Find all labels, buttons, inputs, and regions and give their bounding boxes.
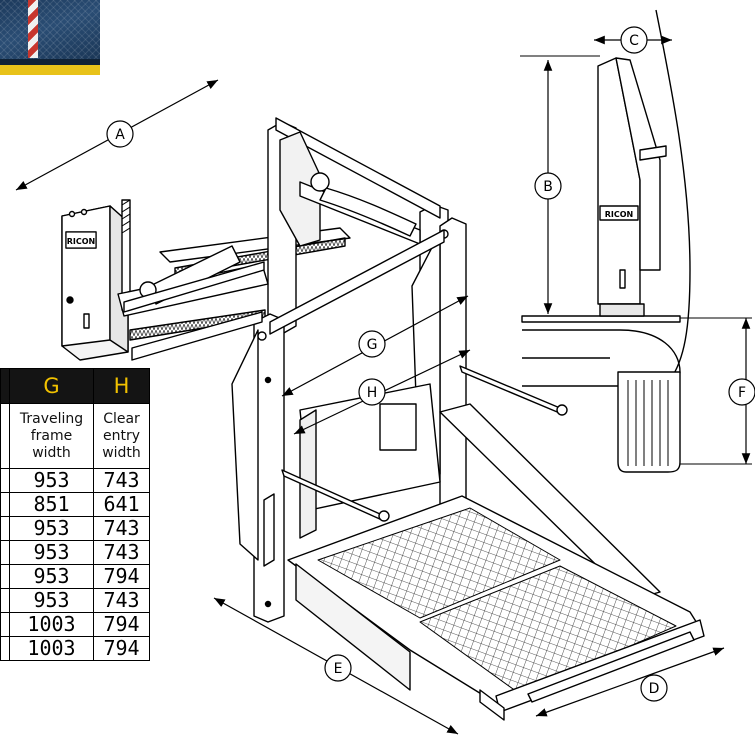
side-tower: RICON	[597, 57, 667, 317]
cell-g: 851	[9, 492, 94, 517]
cell-h: 794	[93, 636, 150, 661]
table-header-edge	[0, 368, 10, 404]
cell-h: 743	[93, 588, 150, 613]
cell-h: 641	[93, 492, 150, 517]
cell-g: 1003	[9, 636, 94, 661]
desc-g-line: frame	[30, 427, 73, 444]
callout-d-label: D	[649, 681, 660, 697]
table-description-row: Traveling frame width Clear entry width	[0, 403, 150, 469]
cell-g: 953	[9, 516, 94, 541]
control-box	[61, 205, 129, 361]
callout-c: C	[620, 26, 648, 54]
box-brand-label: RICON	[67, 237, 96, 246]
dim-line-d	[535, 647, 725, 717]
callout-e-label: E	[334, 661, 343, 677]
cell-h: 743	[93, 468, 150, 493]
desc-g: Traveling frame width	[9, 403, 94, 469]
cell-g: 1003	[9, 612, 94, 637]
callout-h: H	[358, 378, 386, 406]
callouts: A B C D E F G H	[106, 26, 755, 702]
side-brand-label: RICON	[605, 210, 634, 219]
desc-g-line: width	[32, 444, 71, 461]
cell-g: 953	[9, 564, 94, 589]
callout-g: G	[358, 330, 386, 358]
callout-d: D	[640, 674, 668, 702]
vehicle-floor	[521, 315, 681, 323]
vehicle-body-outline	[655, 9, 691, 381]
desc-g-line: Traveling	[19, 410, 84, 427]
platform-photo-thumbnail	[0, 0, 100, 75]
stowed-platform	[617, 371, 681, 473]
header-h: H	[93, 368, 150, 404]
cell-g: 953	[9, 588, 94, 613]
front-left-tower	[231, 313, 285, 623]
desc-h-line: Clear	[103, 410, 140, 427]
lift-side-view: RICON	[521, 9, 691, 473]
cell-h: 743	[93, 516, 150, 541]
callout-f: F	[728, 378, 755, 406]
cell-g: 953	[9, 540, 94, 565]
callout-f-label: F	[738, 385, 746, 401]
callout-a: A	[106, 120, 134, 148]
cell-h: 743	[93, 540, 150, 565]
rear-tower	[267, 117, 449, 335]
cell-h: 794	[93, 564, 150, 589]
callout-h-label: H	[367, 385, 378, 401]
desc-h-line: width	[102, 444, 141, 461]
callout-b: B	[534, 172, 562, 200]
table-header-row: G H	[0, 368, 150, 404]
cell-h: 794	[93, 612, 150, 637]
callout-e: E	[324, 654, 352, 682]
desc-h: Clear entry width	[93, 403, 150, 469]
callout-g-label: G	[367, 337, 378, 353]
dimensions-table: G H Traveling frame width Clear entry wi…	[0, 368, 150, 661]
callout-a-label: A	[115, 127, 125, 143]
callout-c-label: C	[629, 33, 639, 49]
header-g: G	[9, 368, 94, 404]
cell-g: 953	[9, 468, 94, 493]
callout-b-label: B	[543, 179, 553, 195]
desc-h-line: entry	[102, 427, 141, 444]
box-brand-plate: RICON	[65, 231, 97, 249]
